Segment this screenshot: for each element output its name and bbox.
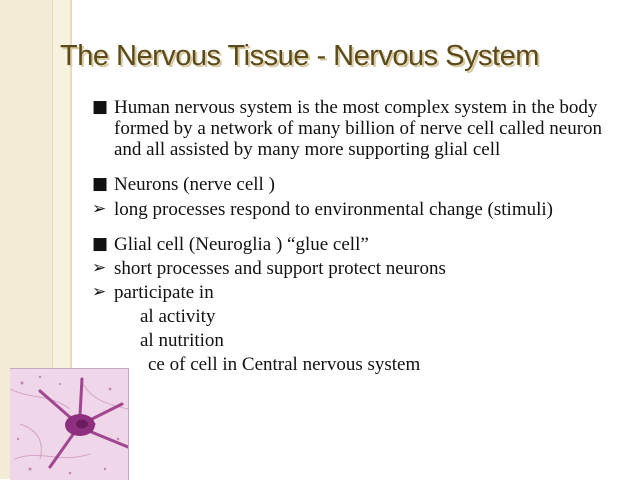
partially-hidden-text: al activity [140,306,216,327]
square-bullet-icon: ■ [92,97,109,117]
bullet-text: short processes and support protect neur… [114,258,446,279]
bullet-item: ce of cell in Central nervous system [92,354,622,375]
bullet-text: long processes respond to environmental … [114,199,554,220]
bullet-item: ■ Human nervous system is the most compl… [92,97,622,160]
bullet-text: Neurons (nerve cell ) [114,174,275,195]
bullet-item: ➢ participate in [92,282,622,303]
square-bullet-icon: ■ [92,174,109,194]
bullet-text: participate in [114,282,214,303]
partially-hidden-text: al nutrition [140,330,224,351]
left-decorative-stripe [52,0,72,479]
left-decorative-line [70,0,71,479]
square-bullet-icon: ■ [92,234,109,254]
bullet-item: ■ Neurons (nerve cell ) [92,174,622,195]
bullet-item: al activity [92,306,622,327]
bullet-item: ➢ long processes respond to environmenta… [92,199,622,220]
slide-content: ■ Human nervous system is the most compl… [92,97,622,375]
bullet-item: ➢ short processes and support protect ne… [92,258,622,279]
arrow-bullet-icon: ➢ [92,258,107,278]
neuron-micrograph-image [10,368,129,480]
bullet-text: Glial cell (Neuroglia ) “glue cell” [114,234,369,255]
arrow-bullet-icon: ➢ [92,199,107,219]
bullet-item: ■ Glial cell (Neuroglia ) “glue cell” [92,234,622,255]
bullet-text: Human nervous system is the most complex… [114,97,603,160]
partially-hidden-text: ce of cell in Central nervous system [148,354,421,375]
arrow-bullet-icon: ➢ [92,282,107,302]
slide-title: The Nervous Tissue - Nervous System [60,40,539,72]
bullet-item: al nutrition [92,330,622,351]
